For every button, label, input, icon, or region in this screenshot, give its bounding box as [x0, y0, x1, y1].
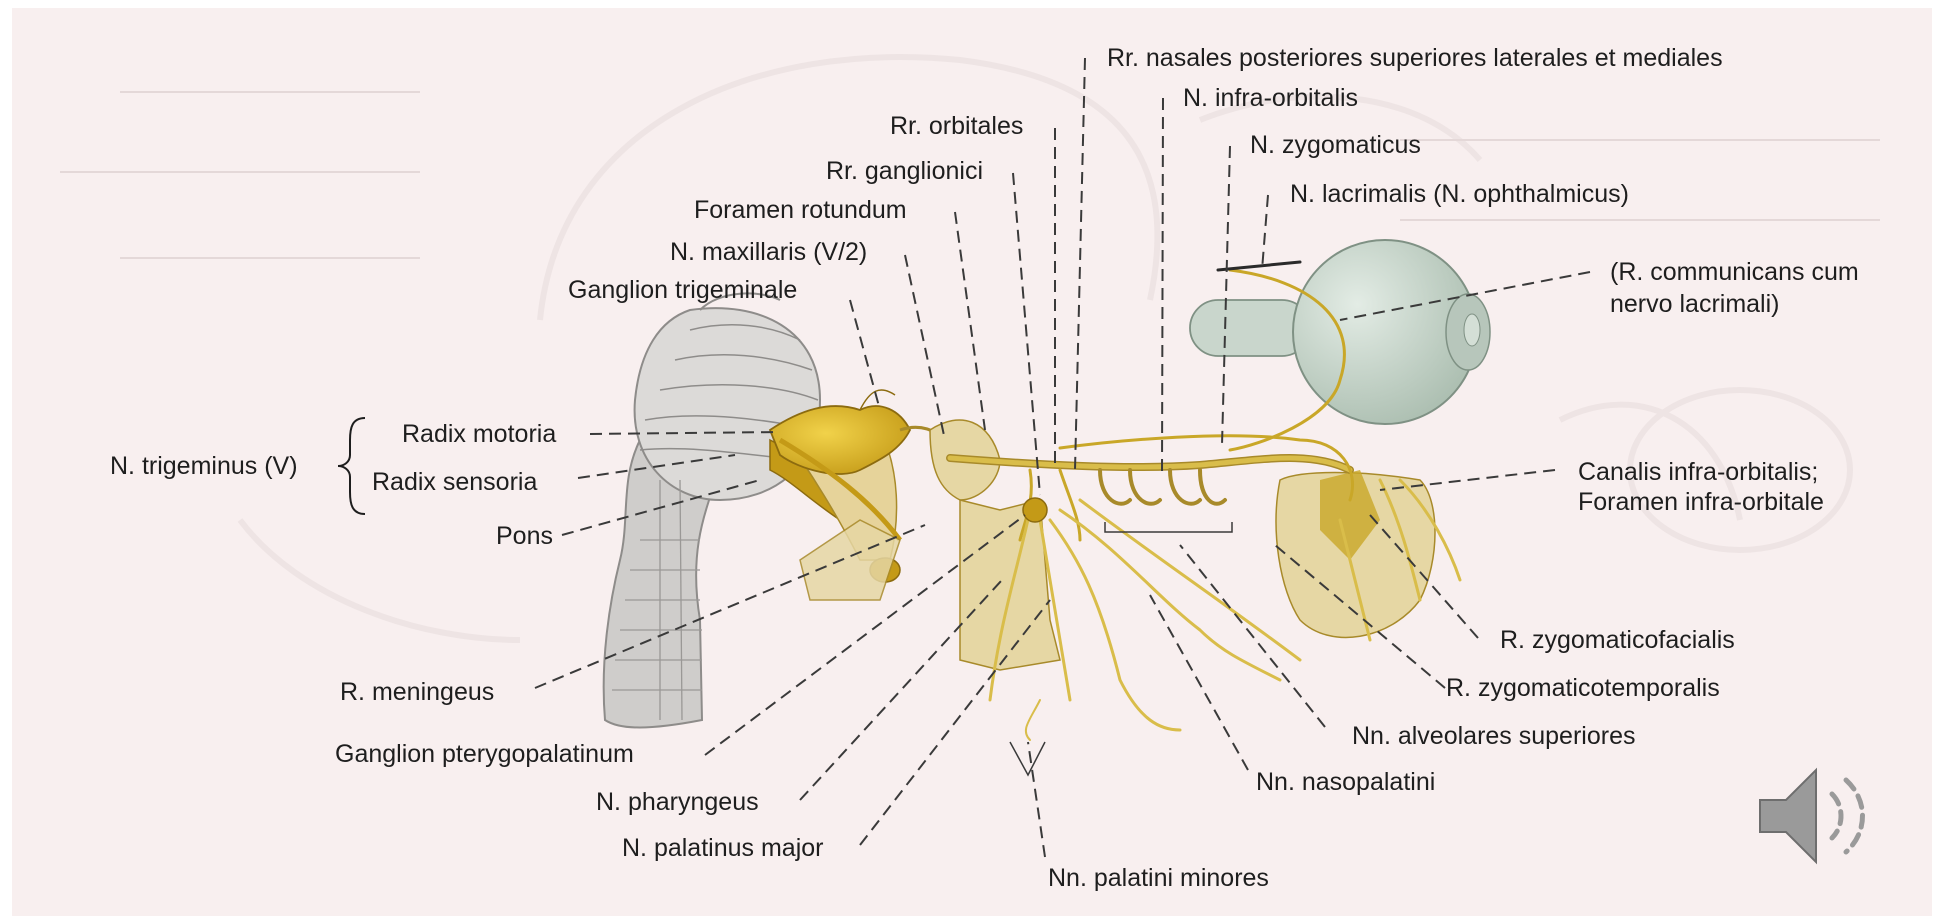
label-radix-sensoria: Radix sensoria: [372, 468, 537, 497]
label-zygomaticofacialis: R. zygomaticofacialis: [1500, 626, 1735, 655]
label-zygomaticotemporalis: R. zygomaticotemporalis: [1446, 674, 1720, 703]
label-lacrimalis: N. lacrimalis (N. ophthalmicus): [1290, 180, 1629, 209]
label-zygomaticus: N. zygomaticus: [1250, 131, 1421, 160]
label-nasopalatini: Nn. nasopalatini: [1256, 768, 1435, 797]
label-nasales: Rr. nasales posteriores superiores later…: [1107, 44, 1723, 73]
label-meningeus: R. meningeus: [340, 678, 494, 707]
speaker-icon[interactable]: [1752, 756, 1892, 876]
label-pterygopalatinum: Ganglion pterygopalatinum: [335, 740, 634, 769]
label-communicans-line2: nervo lacrimali): [1610, 290, 1779, 319]
label-ganglionici: Rr. ganglionici: [826, 157, 983, 186]
label-pons: Pons: [496, 522, 553, 551]
label-infraorbitalis: N. infra-orbitalis: [1183, 84, 1358, 113]
label-orbitales: Rr. orbitales: [890, 112, 1023, 141]
label-canalis-line2: Foramen infra-orbitale: [1578, 488, 1824, 517]
label-trigeminus: N. trigeminus (V): [110, 452, 298, 481]
ganglion-pterygopalatinum-shape: [1023, 498, 1047, 522]
label-canalis-line1: Canalis infra-orbitalis;: [1578, 458, 1818, 487]
label-palatini-minores: Nn. palatini minores: [1048, 864, 1269, 893]
label-maxillaris: N. maxillaris (V/2): [670, 238, 867, 267]
label-radix-motoria: Radix motoria: [402, 420, 556, 449]
label-palatinus-major: N. palatinus major: [622, 834, 823, 863]
label-foramen-rotundum: Foramen rotundum: [694, 196, 907, 225]
label-communicans-line1: (R. communicans cum: [1610, 258, 1859, 287]
label-ganglion-trigeminale: Ganglion trigeminale: [568, 276, 797, 305]
label-alveolares: Nn. alveolares superiores: [1352, 722, 1635, 751]
label-pharyngeus: N. pharyngeus: [596, 788, 759, 817]
